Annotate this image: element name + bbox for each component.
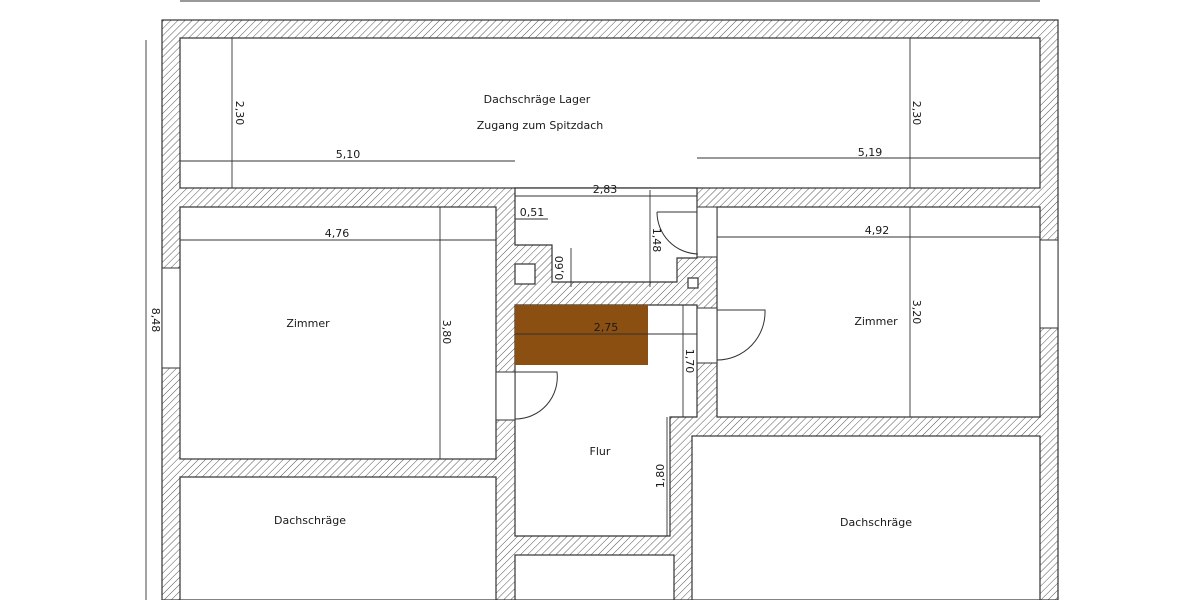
room-bottom-middle — [514, 554, 675, 600]
room-storage — [179, 37, 1041, 189]
dim-door-niche-height: 1,48 — [650, 228, 663, 253]
door-swing-niche — [656, 211, 699, 255]
room-bottom-right — [691, 435, 1041, 600]
chimney-left — [514, 263, 536, 285]
dim-right-room-height: 3,20 — [910, 300, 923, 325]
dim-niche-width: 0,51 — [520, 206, 545, 219]
room-sublabel-storage: Zugang zum Spitzdach — [477, 119, 604, 132]
door-opening-left — [495, 371, 516, 421]
dim-corridor-top-width: 2,83 — [593, 183, 618, 196]
dim-top-right-height: 2,30 — [910, 101, 923, 126]
dim-top-left-width: 5,10 — [336, 148, 361, 161]
room-label-flur: Flur — [590, 445, 611, 458]
dim-left-room-width: 4,76 — [325, 227, 350, 240]
door-swing-right — [716, 309, 766, 361]
dim-overall-height: 8,48 — [149, 308, 162, 333]
room-bottom-left — [179, 476, 497, 600]
dim-top-left-height: 2,30 — [233, 101, 246, 126]
door-swing-left — [514, 371, 558, 420]
room-label-left-zimmer: Zimmer — [286, 317, 330, 330]
room-label-bottom-left: Dachschräge — [274, 514, 346, 527]
room-left-zimmer — [179, 206, 497, 460]
window-right — [1039, 239, 1059, 329]
door-opening-right — [696, 307, 718, 364]
dim-stair-width: 2,75 — [594, 321, 619, 334]
door-opening-niche — [696, 206, 718, 258]
window-left — [161, 267, 181, 369]
room-right-zimmer — [716, 206, 1041, 418]
room-label-right-zimmer: Zimmer — [854, 315, 898, 328]
chimney-right — [687, 277, 699, 289]
staircase — [515, 305, 648, 365]
room-label-storage: Dachschräge Lager — [484, 93, 591, 106]
dim-left-room-height: 3,80 — [440, 320, 453, 345]
dim-top-right-width: 5,19 — [858, 146, 883, 159]
dim-right-room-width: 4,92 — [865, 224, 890, 237]
dim-flur-height: 1,80 — [654, 464, 667, 489]
dim-niche-depth: 0,60 — [553, 256, 566, 281]
dim-stair-side-height: 1,70 — [683, 349, 696, 374]
room-label-bottom-right: Dachschräge — [840, 516, 912, 529]
